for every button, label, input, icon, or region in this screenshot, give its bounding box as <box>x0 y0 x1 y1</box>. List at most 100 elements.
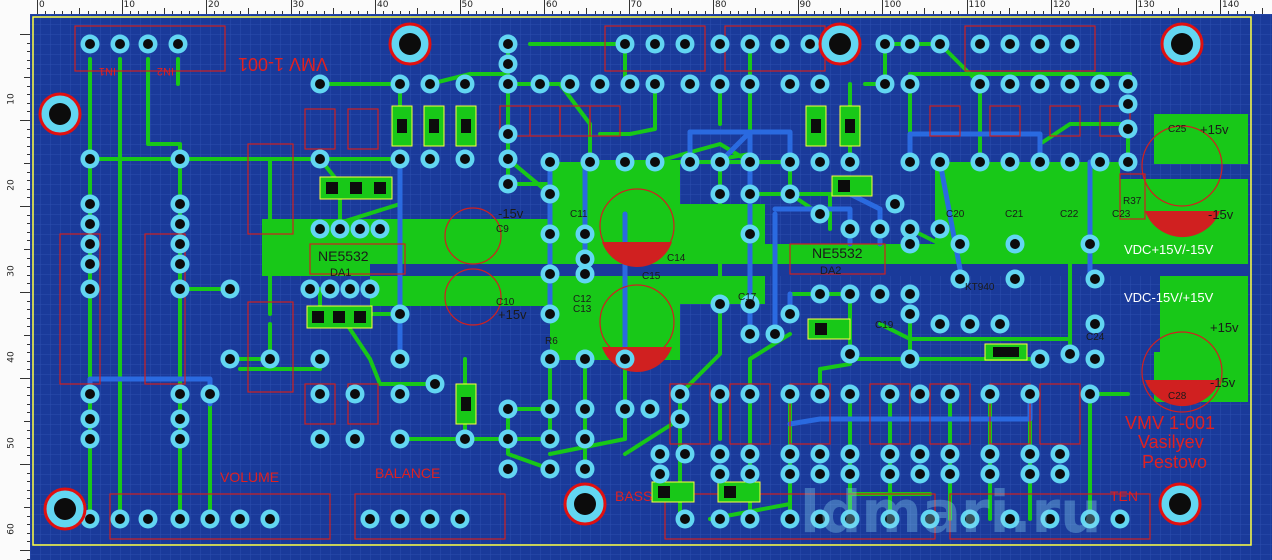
ruler-tick <box>27 412 30 414</box>
ruler-tick <box>79 8 81 14</box>
ruler-tick <box>290 0 292 14</box>
ruler-tick <box>467 11 469 14</box>
ruler-tick <box>544 0 545 14</box>
ruler-tick <box>670 8 672 14</box>
ruler-tick <box>1008 8 1010 14</box>
pad-hole <box>905 239 915 249</box>
pad-hole <box>785 469 795 479</box>
ruler-tick <box>848 11 850 14</box>
ruler-tick <box>27 274 30 276</box>
pad-hole <box>425 514 435 524</box>
pad-hole <box>85 514 95 524</box>
pad-hole <box>925 514 935 524</box>
ruler-tick <box>780 11 782 14</box>
ruler-tick <box>476 11 478 14</box>
pad-hole <box>890 199 900 209</box>
signature-line2: Vasilyev <box>1138 432 1204 452</box>
mounting-holes[interactable] <box>38 22 1204 531</box>
ruler-tick <box>924 8 926 14</box>
ruler-tick <box>974 11 976 14</box>
label-volume: VOLUME <box>220 469 279 485</box>
pad-hole <box>745 389 755 399</box>
pad-hole <box>350 389 360 399</box>
pad-hole <box>885 389 895 399</box>
pad-hole <box>143 39 153 49</box>
pad-hole <box>745 449 755 459</box>
pad-hole <box>355 224 365 234</box>
ruler-tick <box>20 120 30 121</box>
pad-hole <box>1123 124 1133 134</box>
ruler-tick <box>907 11 909 14</box>
ruler-tick <box>375 0 376 14</box>
ruler-tick <box>27 558 30 560</box>
ruler-tick <box>324 11 326 14</box>
pad-hole <box>1005 514 1015 524</box>
pad-hole <box>1065 39 1075 49</box>
pcb-board[interactable]: VMV 1-001 IN1 IN2 VOLUME BALANCE BASS TE… <box>30 14 1272 560</box>
ruler-tick <box>552 11 554 14</box>
pad-hole <box>545 229 555 239</box>
ruler-tick <box>27 111 30 113</box>
ruler-tick <box>24 77 30 78</box>
mounting-hole-center <box>1169 493 1191 515</box>
pad-hole <box>680 449 690 459</box>
label-c21: C21 <box>1005 209 1024 220</box>
pad-hole <box>620 157 630 167</box>
ruler-tick <box>27 137 30 139</box>
ruler-v-label: 40 <box>6 351 17 363</box>
ruler-tick <box>27 326 30 328</box>
ruler-tick <box>1076 11 1078 14</box>
ruler-tick <box>679 11 681 14</box>
pad-hole <box>1065 349 1075 359</box>
mounting-hole-center <box>574 493 596 515</box>
pad-hole <box>580 354 590 364</box>
ruler-tick <box>27 481 30 483</box>
pad-hole <box>845 289 855 299</box>
pad-hole <box>785 79 795 89</box>
pad-hole <box>995 319 1005 329</box>
ruler-tick <box>358 11 360 14</box>
ruler-tick <box>721 11 723 14</box>
signature-line1: VMV 1-001 <box>1125 413 1215 433</box>
ruler-tick <box>1262 8 1264 14</box>
ruler-tick <box>408 11 410 14</box>
watermark: ldmari.ru <box>800 478 1101 546</box>
ruler-tick <box>1203 11 1205 14</box>
ruler-tick <box>865 11 867 14</box>
ruler-tick <box>189 11 191 14</box>
ruler-tick <box>24 249 30 250</box>
ruler-tick <box>442 11 444 14</box>
pad-hole <box>1123 79 1133 89</box>
mounting-hole-center <box>829 33 851 55</box>
ruler-tick <box>27 343 30 345</box>
pad-hole <box>645 404 655 414</box>
pad-hole <box>585 157 595 167</box>
ruler-h-label: 90 <box>799 0 811 10</box>
label-chip1: NE5532 <box>318 248 369 264</box>
ruler-tick <box>856 11 858 14</box>
pad-hole <box>935 39 945 49</box>
pad-hole <box>595 79 605 89</box>
pad-hole <box>815 514 825 524</box>
pad-hole <box>545 434 555 444</box>
pad-hole <box>650 39 660 49</box>
pad-hole <box>85 389 95 399</box>
pad-hole <box>935 157 945 167</box>
pad-hole <box>545 464 555 474</box>
pad-hole <box>580 434 590 444</box>
ruler-tick <box>180 11 182 14</box>
label-bass: BASS <box>615 488 652 504</box>
pad-hole <box>460 434 470 444</box>
signature-line3: Pestovo <box>1142 452 1207 472</box>
pad-hole <box>460 79 470 89</box>
pad-hole <box>1005 157 1015 167</box>
ruler-tick <box>27 438 30 440</box>
ruler-tick <box>932 11 934 14</box>
pad-hole <box>375 224 385 234</box>
pad-hole <box>535 79 545 89</box>
ruler-tick <box>20 378 30 379</box>
pad-hole <box>545 404 555 414</box>
ruler-tick <box>239 11 241 14</box>
